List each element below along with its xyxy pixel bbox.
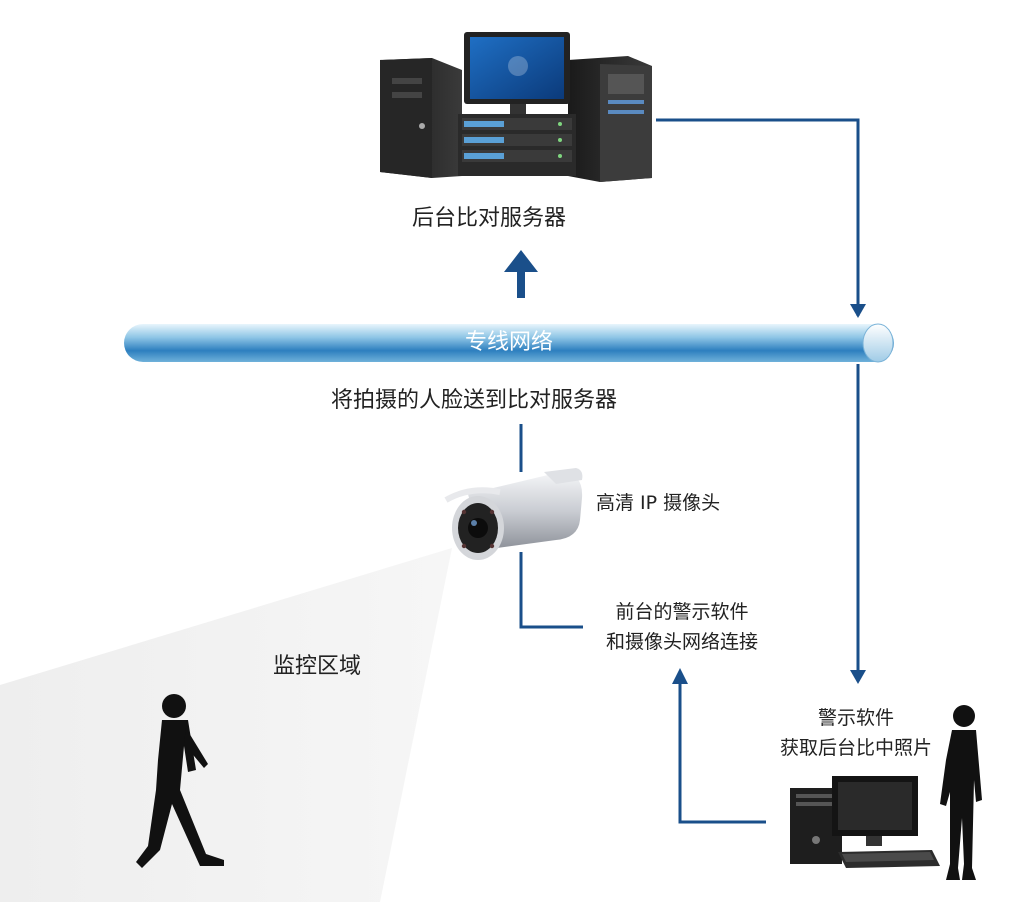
transfer-label: 将拍摄的人脸送到比对服务器 — [331, 388, 618, 413]
alert-software-label-line1: 警示软件 — [817, 707, 894, 729]
front-software-label-line2: 和摄像头网络连接 — [605, 631, 758, 653]
alert-software-label: 警示软件 获取后台比中照片 — [756, 703, 956, 763]
network-label: 专线网络 — [464, 330, 553, 355]
pc-to-software-line — [678, 672, 766, 824]
server-cluster-icon — [380, 32, 652, 182]
front-software-label: 前台的警示软件 和摄像头网络连接 — [588, 597, 776, 657]
alert-software-label-line2: 获取后台比中照片 — [779, 737, 932, 759]
camera-label: 高清 IP 摄像头 — [596, 492, 721, 514]
monitor-zone — [0, 548, 452, 902]
camera-to-software-line — [519, 552, 583, 629]
monitor-area-label: 监控区域 — [273, 654, 362, 679]
alert-pc-icon — [790, 776, 940, 868]
upload-arrow-icon — [504, 250, 538, 298]
ip-camera-icon — [444, 468, 583, 560]
standing-person-icon — [940, 705, 982, 880]
server-label: 后台比对服务器 — [412, 206, 567, 231]
front-software-label-line1: 前台的警示软件 — [615, 601, 749, 623]
server-to-network-line — [656, 118, 860, 316]
network-pipe — [124, 323, 894, 363]
walking-person-icon — [136, 694, 224, 868]
